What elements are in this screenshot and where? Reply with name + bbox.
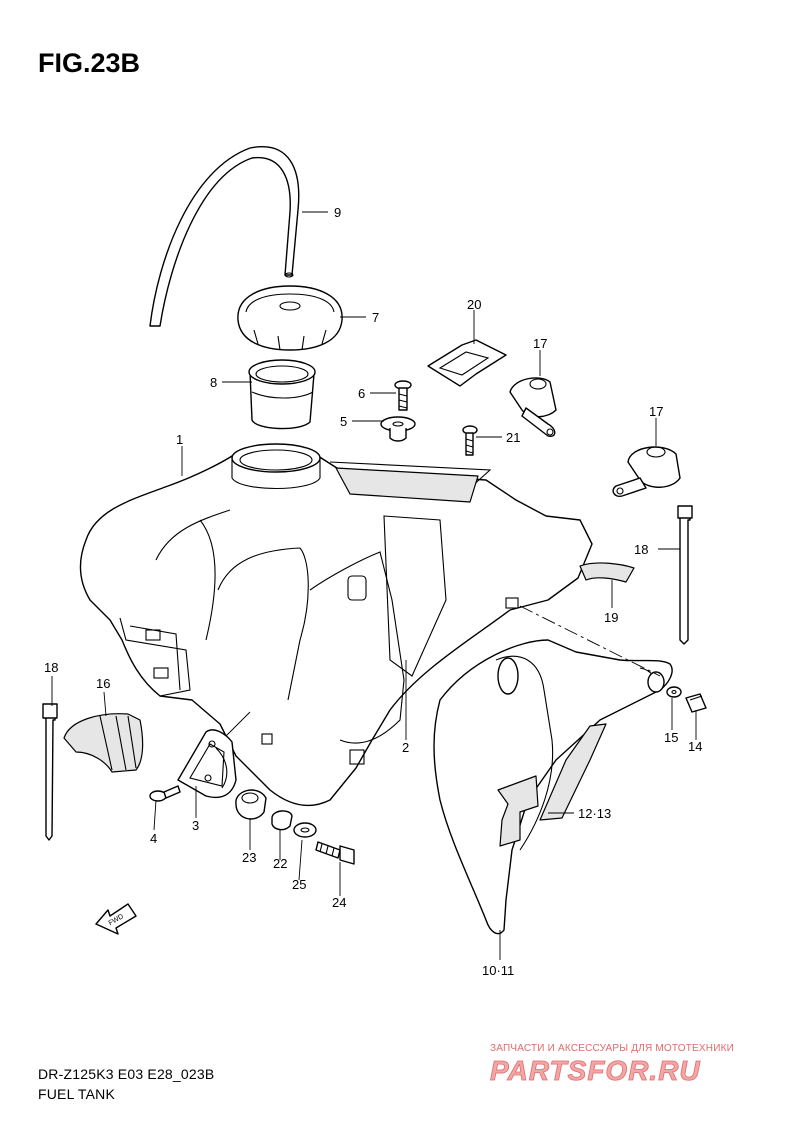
callout-4: 4: [150, 831, 157, 846]
callout-14: 14: [688, 739, 702, 754]
callout-21: 21: [506, 430, 520, 445]
callout-12-13: 12·13: [578, 806, 611, 821]
collar-22[interactable]: [271, 810, 293, 831]
fwd-arrow-icon: FWD: [95, 903, 137, 935]
section-name: FUEL TANK: [38, 1086, 116, 1102]
callout-18a: 18: [634, 542, 648, 557]
callout-23: 23: [242, 850, 256, 865]
callout-15: 15: [664, 730, 678, 745]
filler-neck[interactable]: [248, 359, 316, 430]
side-cover[interactable]: [433, 639, 673, 935]
fuel-cap[interactable]: [237, 285, 343, 351]
cable-tie-18-right[interactable]: [677, 505, 693, 645]
leader-lines: [51, 211, 697, 960]
watermark-logo: PARTSFOR.RU: [490, 1055, 701, 1087]
callout-2: 2: [402, 740, 409, 755]
watermark-tagline: ЗАПЧАСТИ И АКСЕССУАРЫ ДЛЯ МОТОТЕХНИКИ: [490, 1043, 735, 1054]
clamp-17-upper[interactable]: [509, 377, 557, 437]
callout-1: 1: [176, 432, 183, 447]
callout-19: 19: [604, 610, 618, 625]
callout-labels: 9 7 8 6 5 21 20 17 17 1 2 18 19 16 18 4 …: [44, 205, 702, 978]
fuel-cock[interactable]: [177, 729, 237, 799]
fuel-tank[interactable]: [79, 443, 593, 807]
clamp-17-lower[interactable]: [612, 446, 681, 498]
vent-hose[interactable]: [149, 146, 300, 327]
cushion-19[interactable]: [579, 562, 635, 583]
callout-3: 3: [192, 818, 199, 833]
screw-21[interactable]: [462, 425, 478, 456]
bolt-14[interactable]: [685, 693, 707, 713]
callout-5: 5: [340, 414, 347, 429]
callout-6: 6: [358, 386, 365, 401]
callout-9: 9: [334, 205, 341, 220]
figure-title: FIG.23B: [38, 48, 141, 78]
bolt-24[interactable]: [315, 841, 355, 865]
callout-8: 8: [210, 375, 217, 390]
callout-18b: 18: [44, 660, 58, 675]
tank-strap[interactable]: [427, 339, 507, 387]
grommet-23[interactable]: [235, 789, 267, 820]
model-code: DR-Z125K3 E03 E28_023B: [38, 1066, 215, 1082]
svg-text:PARTSFOR.RU: PARTSFOR.RU: [490, 1055, 701, 1086]
callout-25: 25: [292, 877, 306, 892]
screw-4[interactable]: [149, 785, 181, 802]
washer-25[interactable]: [293, 822, 317, 838]
washer-15[interactable]: [666, 686, 682, 698]
grommet-5[interactable]: [380, 416, 416, 442]
callout-10-11: 10·11: [482, 963, 514, 978]
callout-7: 7: [372, 310, 379, 325]
cable-tie-18-left[interactable]: [42, 703, 58, 841]
callout-17b: 17: [649, 404, 663, 419]
cushion-16[interactable]: [63, 713, 144, 773]
callout-20: 20: [467, 297, 481, 312]
screw-6[interactable]: [394, 380, 412, 411]
callout-16: 16: [96, 676, 110, 691]
callout-17a: 17: [533, 336, 547, 351]
callout-24: 24: [332, 895, 346, 910]
callout-22: 22: [273, 856, 287, 871]
